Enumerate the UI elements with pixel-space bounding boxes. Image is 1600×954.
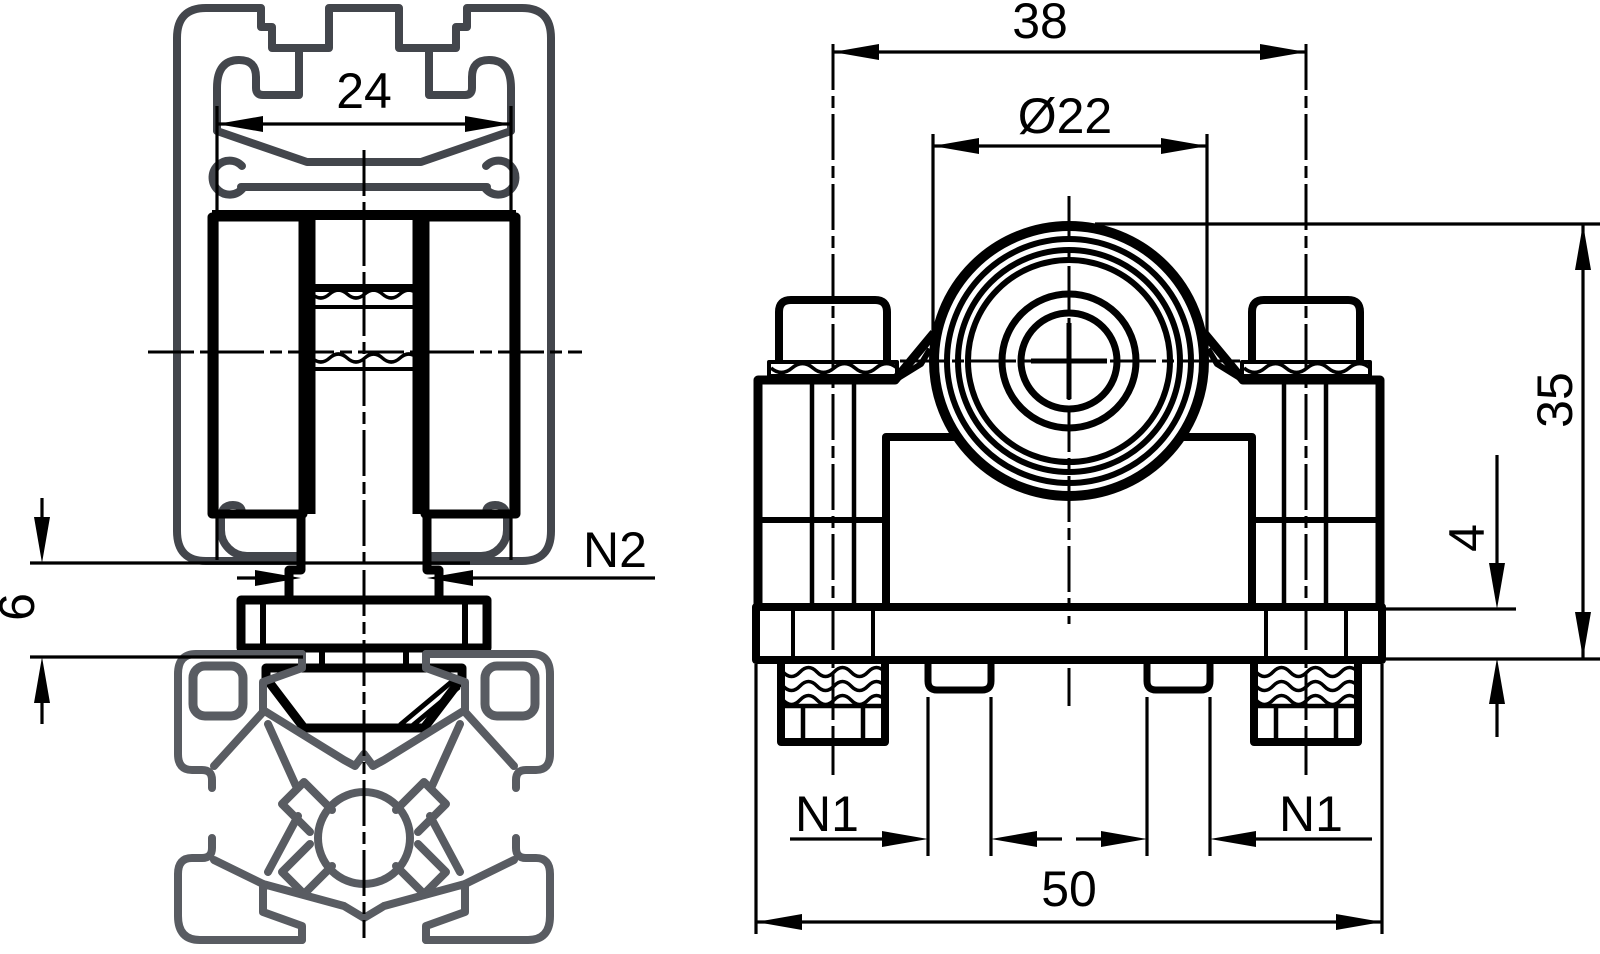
extrusion-bottom-slot — [259, 880, 469, 944]
body-claw-right — [1205, 347, 1245, 383]
rail-mid-lip-left — [208, 156, 247, 199]
dim-24-label: 24 — [336, 63, 392, 119]
body-right-side — [1200, 330, 1385, 607]
extrusion-webs — [210, 708, 518, 888]
dim-roller-diameter: Ø22 — [931, 88, 1209, 348]
rail-inner-hook-left — [213, 48, 303, 134]
carriage-flange-caps — [260, 600, 468, 648]
dim-6-arrows — [34, 517, 50, 703]
rail-inner-hook-right — [425, 48, 515, 134]
rail-outer-contour — [173, 4, 555, 565]
dim-4-label: 4 — [1439, 524, 1495, 552]
base-plate — [752, 603, 1386, 664]
carriage-hub-walls — [306, 217, 422, 514]
dim-n1-right-label: N1 — [1279, 786, 1343, 842]
carriage-wheel-right — [420, 212, 521, 519]
dim-n1-left-extension-lines — [926, 697, 993, 856]
dim-50-label: 50 — [1041, 861, 1097, 917]
clamp-body — [752, 330, 1386, 664]
dim-lug-n1-right: N1 — [1076, 697, 1372, 856]
carriage-neck — [284, 514, 444, 600]
extrusion-core-x-slots — [278, 778, 450, 898]
dim-plate-thickness: 4 — [1386, 455, 1516, 737]
dim-bolt-spacing: 38 — [833, 0, 1306, 60]
locating-lug-right — [1143, 659, 1214, 694]
rail-mid-lip-right — [481, 156, 520, 199]
dim-35-arrows — [1575, 224, 1591, 658]
dimensions-layer: 24 6 N2 38 Ø22 35 — [0, 0, 1600, 934]
body-claw-left — [893, 347, 933, 383]
dim-d22-label: Ø22 — [1018, 88, 1113, 144]
dim-overall-height: 35 — [1095, 222, 1600, 661]
dim-base-width: 50 — [754, 664, 1384, 934]
extrusion-screw-channel-left — [188, 661, 248, 721]
dim-n2-label: N2 — [583, 522, 647, 578]
extrusion-right-wall — [422, 650, 554, 944]
carriage-wheel-left — [207, 212, 308, 519]
dim-38-label: 38 — [1012, 0, 1068, 49]
dim-n1-left-label: N1 — [795, 786, 859, 842]
dim-d22-extension-lines — [931, 134, 1209, 348]
dim-n1-left-arrows — [882, 831, 1037, 847]
body-left-side — [753, 330, 938, 607]
dim-24-extension-lines — [215, 106, 513, 560]
dim-6-label: 6 — [0, 593, 45, 621]
dim-50-extension-lines — [754, 664, 1384, 934]
dim-flange-height: 6 — [0, 498, 470, 724]
plate-stud-hole-lines — [791, 611, 1348, 656]
t-nut-chamfer-lines — [398, 677, 461, 728]
dim-35-reference-lines — [1095, 222, 1600, 661]
dim-4-arrows — [1489, 563, 1505, 704]
dim-rail-slot-n2: N2 — [237, 522, 655, 586]
dim-lug-n1-left: N1 — [790, 697, 1062, 856]
dim-n2-arrows — [255, 570, 473, 586]
carriage-hub-thread-wave-2 — [310, 352, 419, 364]
dim-rail-groove-width: 24 — [215, 63, 513, 560]
dim-6-reference-lines — [30, 561, 470, 659]
dim-n1-right-arrows — [1101, 831, 1256, 847]
extrusion-screw-channel-right — [480, 661, 540, 721]
dim-n1-right-extension-lines — [1145, 697, 1212, 856]
dim-35-label: 35 — [1527, 372, 1583, 428]
bolt-hole-walls — [809, 382, 1329, 603]
locating-lug-left — [924, 659, 995, 694]
